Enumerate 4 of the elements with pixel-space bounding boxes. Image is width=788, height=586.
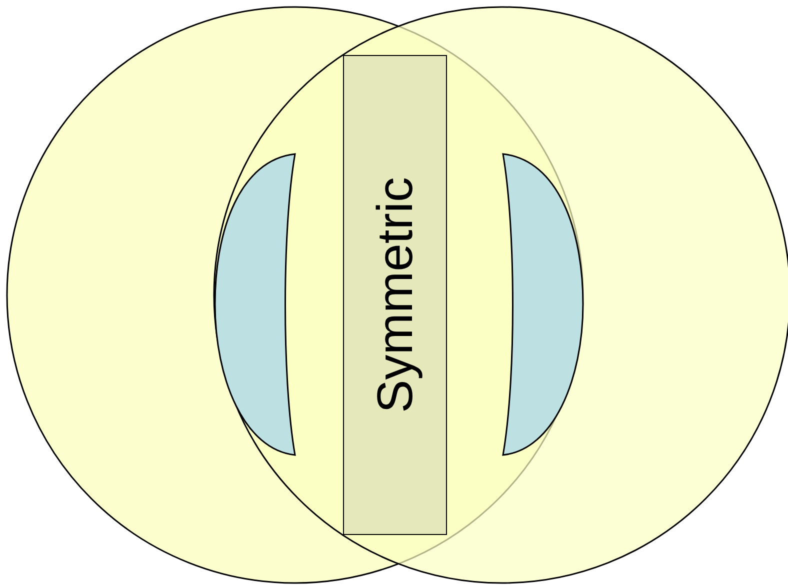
label-box bbox=[343, 55, 447, 535]
lens-shape bbox=[214, 153, 296, 456]
label-text: Symmetric bbox=[366, 176, 424, 414]
lens-shape bbox=[502, 153, 584, 456]
